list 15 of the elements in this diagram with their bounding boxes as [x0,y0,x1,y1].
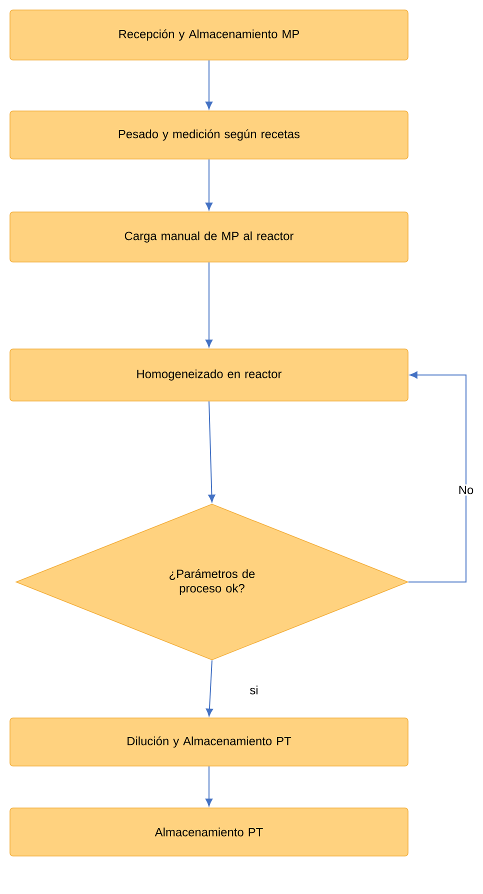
arrow [205,60,213,110]
arrow [206,660,213,716]
process-box: Carga manual de MP al reactor [10,212,408,262]
process-box: Dilución y Almacenamiento PT [10,718,408,766]
process-box: Recepción y Almacenamiento MP [10,10,408,60]
arrow [205,262,213,348]
process-box: Pesado y medición según recetas [10,110,408,160]
edge-label: si [248,684,260,696]
process-box: Almacenamiento PT [10,808,408,856]
arrow [408,371,466,582]
arrow [208,400,216,502]
process-box: Homogeneizado en reactor [10,348,408,402]
arrow [205,766,213,806]
edge-label: No [456,484,476,496]
arrow [205,158,213,210]
